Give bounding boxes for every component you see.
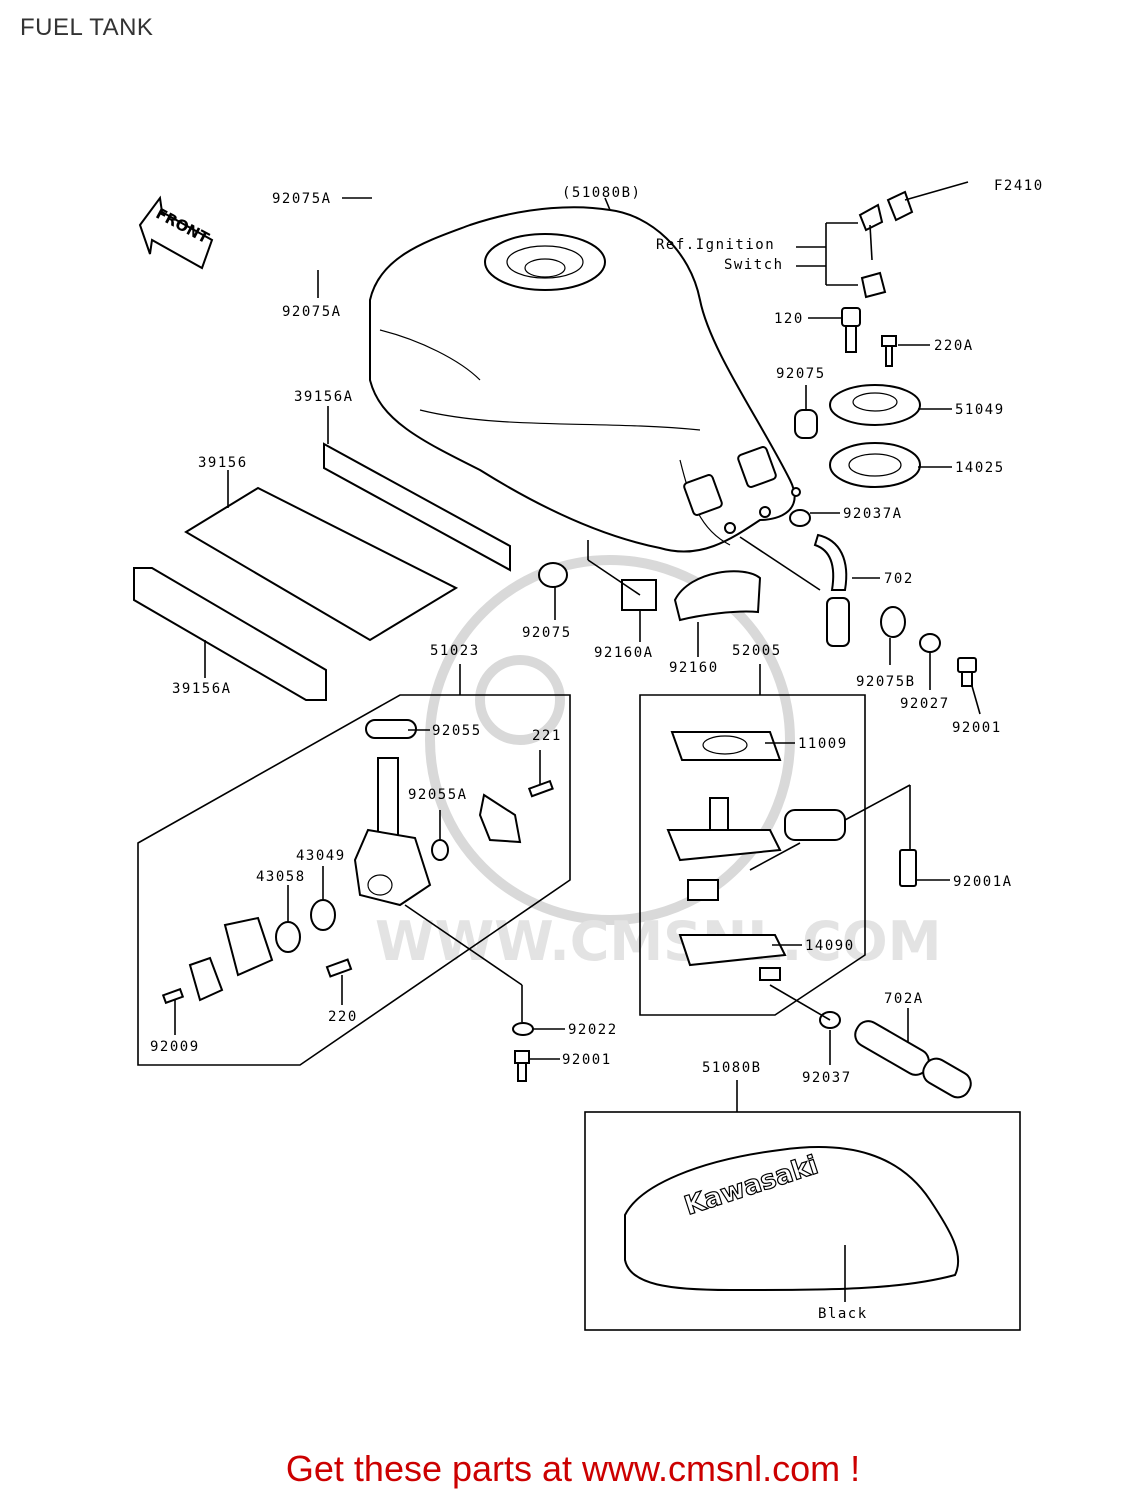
- label-92037: 92037: [802, 1070, 852, 1086]
- label-39156A-bottom: 39156A: [172, 681, 232, 697]
- washer-92027: [919, 633, 941, 653]
- bolt-92001-right: [957, 657, 977, 687]
- label-39156: 39156: [198, 455, 248, 471]
- label-51023: 51023: [430, 643, 480, 659]
- part-labels: F2410 92075A 92075A (51080B) Ref.Ignitio…: [150, 178, 1044, 1322]
- pad-39156: [184, 486, 459, 642]
- label-220: 220: [328, 1009, 358, 1025]
- cap-51049: [829, 384, 921, 426]
- label-92075B: 92075B: [856, 674, 916, 690]
- label-92055A: 92055A: [408, 787, 468, 803]
- cushion-92160: [673, 570, 762, 622]
- label-tank-ref: (51080B): [562, 185, 641, 201]
- label-92075A-top: 92075A: [272, 191, 332, 207]
- label-92022: 92022: [568, 1022, 618, 1038]
- page-title: FUEL TANK: [20, 14, 154, 41]
- label-51080B: 51080B: [702, 1060, 762, 1076]
- front-arrow-icon: FRONT: [138, 195, 214, 270]
- gasket-14025: [829, 442, 921, 488]
- label-92055: 92055: [432, 723, 482, 739]
- label-92037A: 92037A: [843, 506, 903, 522]
- exploded-parts-diagram: WWW.CMSNL.COM FRONT: [133, 178, 1044, 1331]
- label-39156A-top: 39156A: [294, 389, 354, 405]
- label-decal-color: Black: [818, 1306, 868, 1322]
- label-92075A-bottom: 92075A: [282, 304, 342, 320]
- label-43058: 43058: [256, 869, 306, 885]
- promo-link[interactable]: Get these parts at www.cmsnl.com !: [285, 1448, 861, 1489]
- bolt-92001A: [899, 849, 917, 887]
- label-92001A: 92001A: [953, 874, 1013, 890]
- bolt-92001-bottom: [514, 1050, 530, 1082]
- clamp-92037A: [789, 509, 811, 527]
- pad-39156A-bottom: [133, 567, 327, 701]
- label-52005: 52005: [732, 643, 782, 659]
- watermark-logo: WWW.CMSNL.COM: [375, 555, 941, 973]
- label-92160: 92160: [669, 660, 719, 676]
- hose-702A: [854, 1020, 972, 1099]
- fuel-tap-group: [137, 694, 571, 1066]
- screw-220A: [881, 335, 897, 367]
- label-221: 221: [532, 728, 562, 744]
- label-92075-mid: 92075: [522, 625, 572, 641]
- label-92001-right: 92001: [952, 720, 1002, 736]
- label-14025: 14025: [955, 460, 1005, 476]
- label-11009: 11009: [798, 736, 848, 752]
- label-92009: 92009: [150, 1039, 200, 1055]
- label-92160A: 92160A: [594, 645, 654, 661]
- label-ignition-switch: Switch: [724, 257, 784, 273]
- label-92027: 92027: [900, 696, 950, 712]
- label-220A: 220A: [934, 338, 974, 354]
- watermark-text: WWW.CMSNL.COM: [375, 910, 941, 973]
- damper-92075-mid: [538, 562, 568, 588]
- label-51049: 51049: [955, 402, 1005, 418]
- ignition-key-icon: [858, 181, 969, 299]
- grommet-92075B: [880, 606, 906, 638]
- damper-92075: [794, 409, 818, 439]
- bolt-120: [841, 307, 861, 353]
- label-ignition-ref: Ref.Ignition: [656, 237, 775, 253]
- label-702A: 702A: [884, 991, 924, 1007]
- hose-702: [813, 533, 850, 647]
- diagram-code: F2410: [994, 178, 1044, 194]
- label-14090: 14090: [805, 938, 855, 954]
- pad-39156A-top: [323, 442, 511, 572]
- fuel-pump-group: [639, 694, 866, 1016]
- washer-92022: [512, 1022, 534, 1036]
- decal-group: Kawasaki: [584, 1111, 1021, 1331]
- label-92001-bottom: 92001: [562, 1052, 612, 1068]
- label-702: 702: [884, 571, 914, 587]
- fuel-tank-body: [369, 206, 801, 553]
- leader-lines: [174, 197, 981, 1302]
- label-120: 120: [774, 311, 804, 327]
- label-92075: 92075: [776, 366, 826, 382]
- label-43049: 43049: [296, 848, 346, 864]
